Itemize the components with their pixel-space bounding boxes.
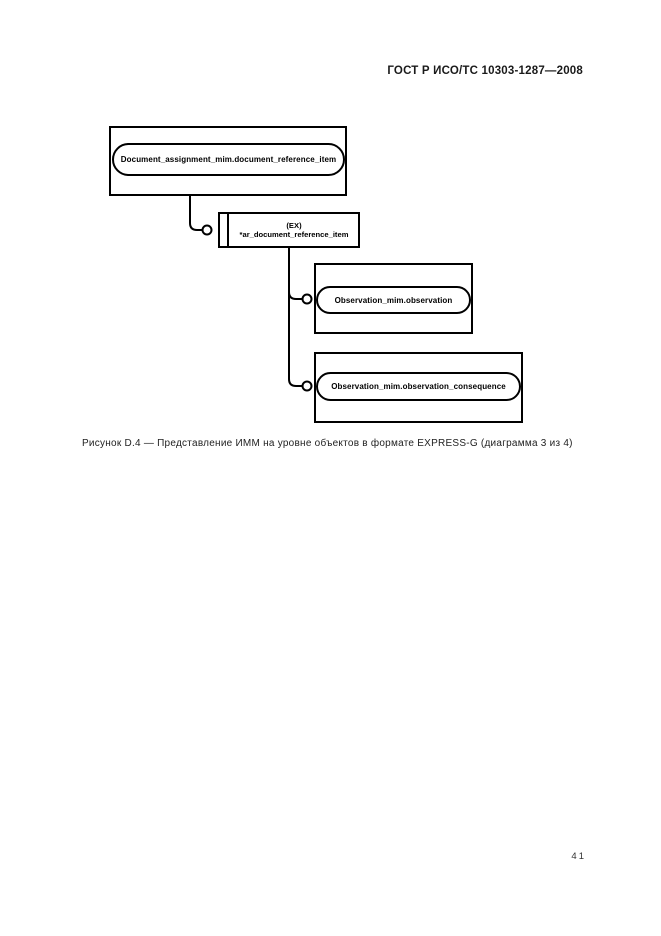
node-label: Observation_mim.observation <box>334 295 453 305</box>
document-header: ГОСТ Р ИСО/ТС 10303-1287—2008 <box>387 65 583 77</box>
node-label: Observation_mim.observation_consequence <box>331 382 506 391</box>
edge-ar-item-to-observation <box>288 291 302 300</box>
relation-circle <box>301 293 313 305</box>
page-number: 41 <box>571 851 586 862</box>
edge-doc-assignment-to-ar-item <box>189 196 202 231</box>
edge-ar-item-to-observation-consequence <box>288 248 302 387</box>
node-label: *ar_document_reference_item <box>239 230 349 239</box>
relation-circle <box>201 224 213 236</box>
node-label-annotation: (EX) <box>286 221 302 230</box>
node-box-ar-document-reference-item <box>218 212 360 248</box>
node-document-reference-item: Document_assignment_mim.document_referen… <box>112 143 345 176</box>
relation-circle <box>301 380 313 392</box>
node-ar-document-reference-item: (EX) *ar_document_reference_item <box>230 214 358 246</box>
node-label: Document_assignment_mim.document_referen… <box>120 155 337 164</box>
select-type-bar <box>227 214 229 246</box>
node-observation-consequence: Observation_mim.observation_consequence <box>316 372 521 401</box>
figure-caption: Рисунок D.4 — Представление ИММ на уровн… <box>82 438 573 449</box>
node-observation: Observation_mim.observation <box>316 286 471 314</box>
